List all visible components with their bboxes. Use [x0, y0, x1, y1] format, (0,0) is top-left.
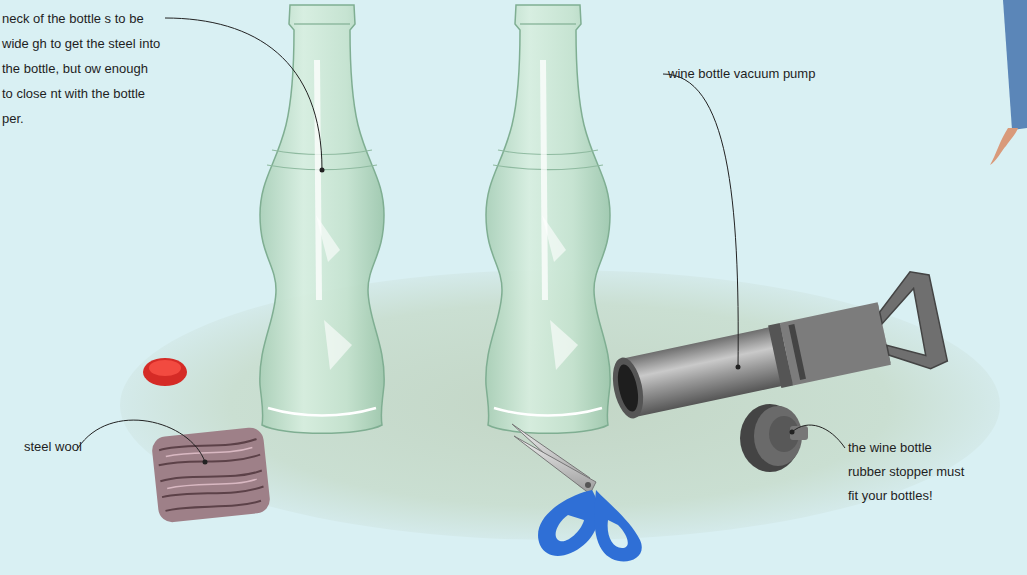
steel-wool — [151, 426, 271, 523]
bottle-reflection — [316, 215, 340, 262]
bottle-cap — [143, 358, 187, 386]
steel-wool-texture — [164, 446, 257, 490]
rubber-stopper-nub — [790, 426, 808, 440]
scissor-handle — [594, 490, 641, 561]
leader-line — [165, 18, 322, 170]
leader-dot — [203, 460, 208, 465]
callout-label: steel wool — [24, 438, 114, 456]
pump-opening — [614, 363, 642, 414]
callout-label: wine bottle vacuum pump — [668, 65, 868, 83]
pump-mouth — [608, 355, 648, 421]
bottle-highlight — [540, 60, 548, 300]
leader-dot — [790, 430, 795, 435]
scissor-blade — [514, 436, 596, 494]
bottle-base-highlight — [268, 408, 376, 416]
leader-line — [663, 74, 738, 367]
leader-dot — [736, 365, 741, 370]
scissor-handle — [538, 490, 598, 556]
pump-ring — [788, 324, 806, 380]
glass-bottle — [486, 5, 610, 433]
leader-line — [78, 420, 205, 462]
leader-line — [792, 425, 845, 448]
callout-label: neck of the bottle s to be wide gh to ge… — [2, 6, 162, 131]
bottle-reflection — [542, 215, 566, 262]
bottle-reflection — [324, 320, 352, 370]
scissor-pivot — [585, 482, 591, 488]
bottle-lip — [520, 23, 576, 25]
bottle-lip — [294, 23, 350, 25]
steel-wool-texture — [157, 438, 265, 513]
callout-label: the wine bottle rubber stopper must fit … — [848, 436, 968, 508]
pump-handle — [873, 268, 948, 376]
bottle-base-highlight — [494, 408, 602, 416]
hand — [990, 128, 1018, 165]
leader-dot — [320, 168, 325, 173]
sleeve — [1003, 0, 1027, 130]
pump-cap — [780, 302, 891, 385]
bottle-highlight — [314, 60, 322, 300]
bottle-rings — [493, 150, 603, 170]
glass-bottle — [260, 5, 384, 433]
bottle-reflection — [550, 320, 578, 370]
bottle-cap-top — [149, 360, 181, 376]
